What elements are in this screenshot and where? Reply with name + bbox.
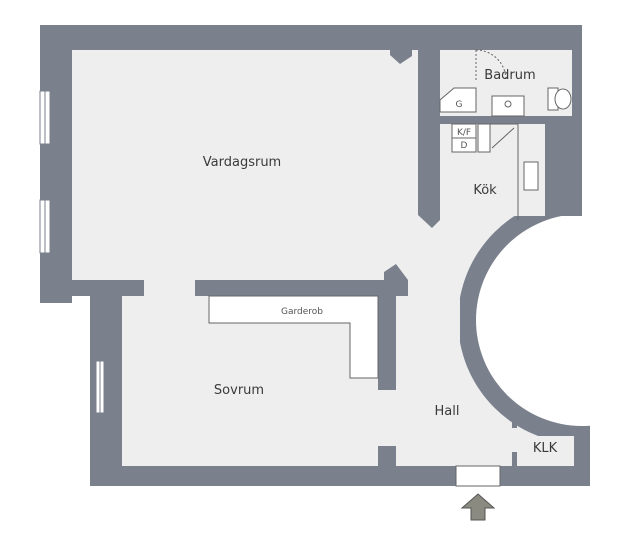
bath-sink (491, 95, 525, 117)
label-kf: K/F (457, 128, 471, 138)
boiler (439, 87, 477, 113)
counter-line (490, 123, 519, 220)
bath-door-swing (475, 49, 507, 81)
entrance-arrow-icon (460, 493, 496, 521)
entrance-door (455, 465, 501, 487)
windows (39, 90, 105, 414)
rotunda-outer-mask (590, 216, 632, 436)
rotunda (460, 216, 590, 436)
label-badrum: Badrum (484, 68, 535, 83)
garderob-cabinet (208, 295, 379, 379)
label-d: D (461, 141, 468, 151)
fixtures (208, 49, 572, 487)
stove (477, 123, 491, 153)
label-vardagsrum: Vardagsrum (203, 155, 281, 170)
label-sovrum: Sovrum (214, 383, 264, 398)
label-klk: KLK (533, 441, 558, 456)
floor-sovrum (122, 280, 396, 466)
label-kok: Kök (473, 183, 497, 198)
toilet-bowl (554, 88, 572, 110)
kitchen-sink (523, 161, 539, 191)
label-hall: Hall (435, 404, 460, 419)
label-garderob: Garderob (281, 307, 323, 317)
label-g: G (456, 100, 463, 110)
